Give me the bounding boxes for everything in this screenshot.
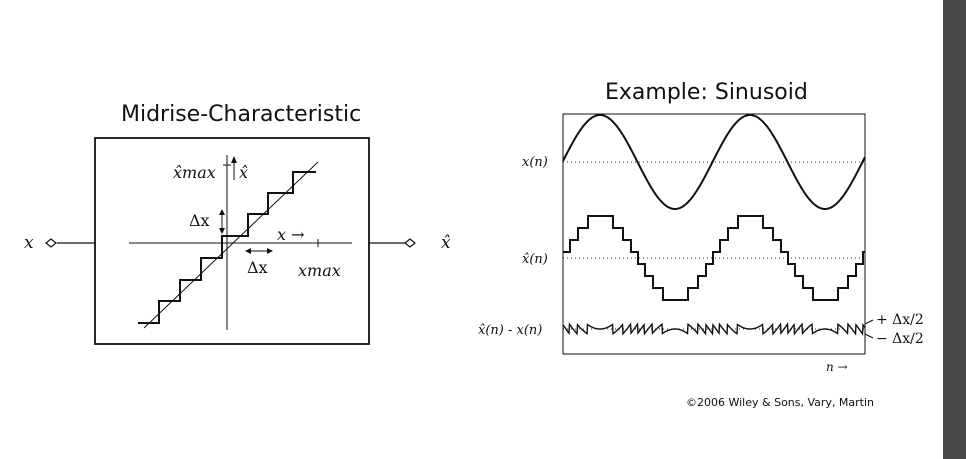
quantizer-diagram: x x̂ x̂max x̂ Δx x → Δx xmax x(n) x̂(n) … [24,113,924,374]
x-max-label: xmax [298,261,341,280]
lower-bound-tick [864,333,874,339]
input-x-label: x [24,233,34,253]
signal-curve [562,114,866,210]
sinusoid-plot-frame [562,113,866,355]
error-row-label: x̂(n) - x(n) [478,323,542,338]
input-terminal-icon [45,238,57,248]
quantized-row-label: x̂(n) [522,252,548,267]
xhat-max-label: x̂max [173,163,216,182]
quantization-error-curve [562,322,866,336]
output-terminal-icon [404,238,416,248]
sinusoid-example-title: Example: Sinusoid [605,80,808,105]
midrise-title: Midrise-Characteristic [121,102,362,127]
xhat-axis-label: x̂ [239,163,248,182]
vertical-scrollbar[interactable] [943,0,966,459]
delta-x-right-arrow-icon [267,248,273,254]
delta-x-horizontal-label: Δx [247,258,268,277]
x-axis-arrow-label: x → [277,225,305,244]
staircase-characteristic [138,171,316,324]
quantizer-box [94,137,370,345]
xhat-arrowhead-icon [231,156,237,163]
signal-row-label: x(n) [522,155,548,170]
copyright-notice: ©2006 Wiley & Sons, Vary, Martin [686,396,875,409]
delta-x-down-arrow-icon [219,228,225,234]
delta-x-up-arrow-icon [219,209,225,215]
upper-bound-label: + Δx/2 [876,312,924,328]
quantized-staircase-curve [563,215,865,301]
lower-bound-label: − Δx/2 [876,331,924,347]
output-xhat-label: x̂ [441,233,451,253]
reference-diagonal [143,161,319,329]
upper-bound-tick [864,319,874,325]
delta-x-left-arrow-icon [245,248,251,254]
delta-x-vertical-label: Δx [189,211,210,230]
n-axis-label: n → [826,360,848,374]
